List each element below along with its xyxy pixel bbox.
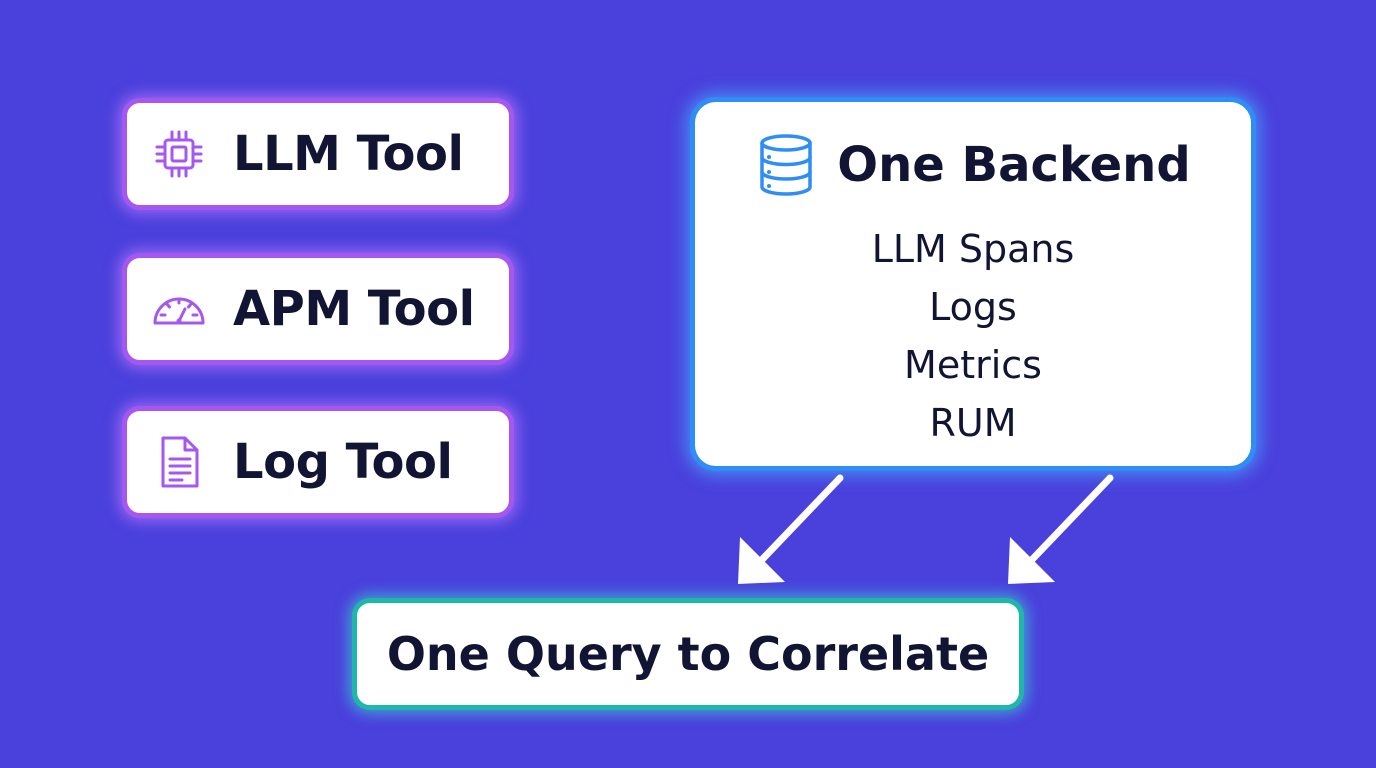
list-item: LLM Spans <box>871 227 1075 271</box>
query-label: One Query to Correlate <box>386 627 990 681</box>
arrow-right <box>1008 474 1114 584</box>
llm-tool-box: LLM Tool <box>122 98 514 210</box>
arrow-left <box>738 474 844 584</box>
log-tool-box: Log Tool <box>122 406 514 518</box>
backend-data-list: LLM Spans Logs Metrics RUM <box>695 220 1251 452</box>
apm-tool-box: APM Tool <box>122 253 514 365</box>
chip-icon <box>155 130 203 178</box>
list-item: Logs <box>929 285 1017 329</box>
llm-tool-label: LLM Tool <box>233 126 464 182</box>
apm-tool-label: APM Tool <box>233 281 475 337</box>
list-item: Metrics <box>904 343 1042 387</box>
document-icon <box>161 436 199 488</box>
backend-header: One Backend <box>695 130 1251 200</box>
backend-title: One Backend <box>837 137 1191 193</box>
database-icon <box>760 134 813 196</box>
query-box: One Query to Correlate <box>352 598 1024 710</box>
gauge-icon <box>153 297 205 325</box>
backend-box: One Backend LLM Spans Logs Metrics RUM <box>690 97 1256 471</box>
log-tool-label: Log Tool <box>233 434 453 490</box>
list-item: RUM <box>929 401 1017 445</box>
